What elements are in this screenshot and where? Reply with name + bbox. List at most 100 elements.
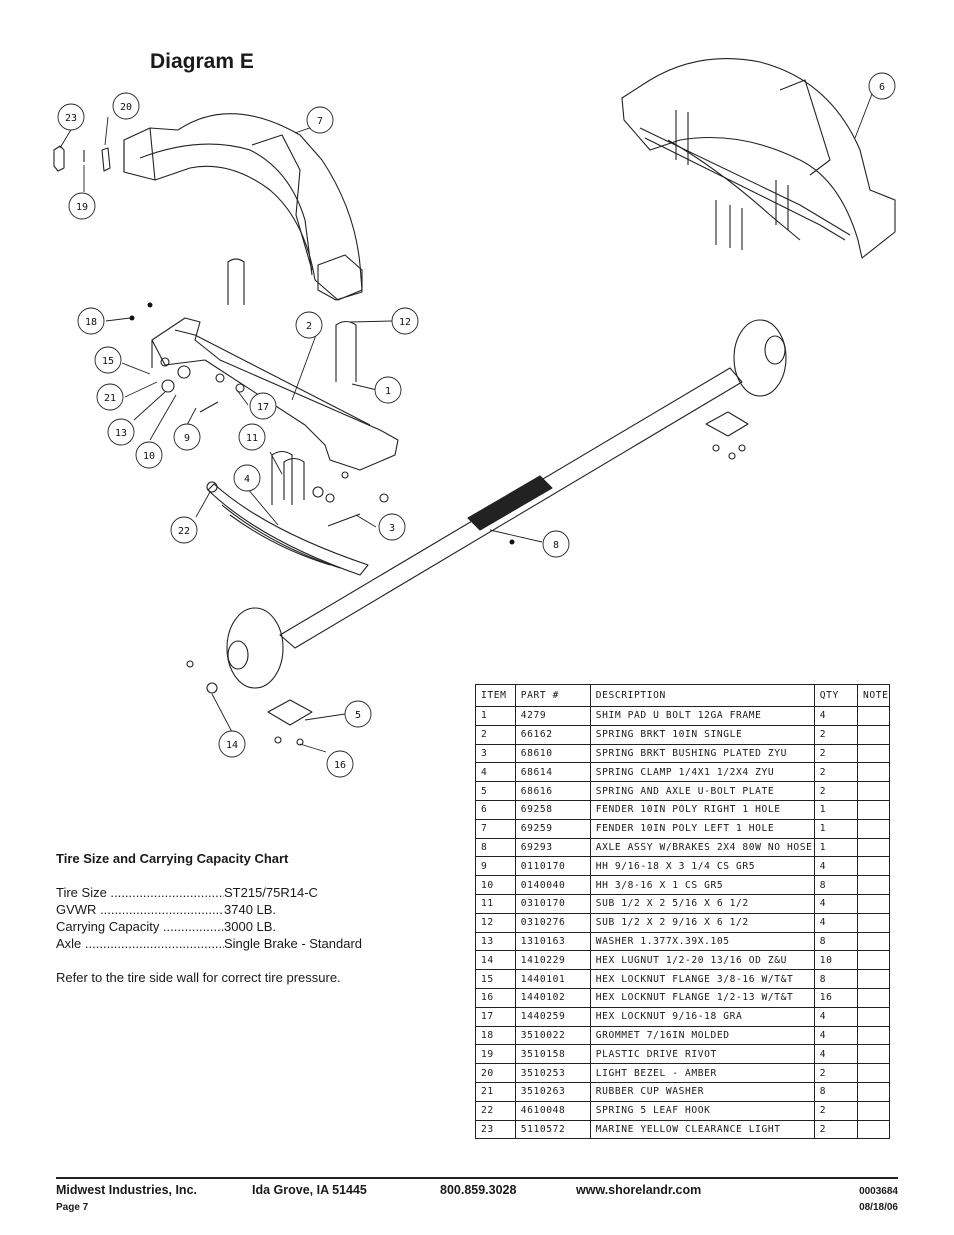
cell-part-number: 0140040 [514,875,591,895]
page-title: Diagram E [150,50,254,73]
cell-note [857,1100,890,1121]
cell-qty: 8 [813,875,859,895]
cell-description: HEX LOCKNUT 9/16-18 GRA [589,1006,815,1027]
cell-qty: 4 [813,912,859,933]
cell-qty: 2 [813,781,859,801]
callout-14 [218,730,246,758]
cell-qty: 4 [813,856,859,877]
callout-label: 19 [76,202,88,213]
spec-row: Tire Size ST215/75R14-C [56,884,386,901]
cell-item: 4 [475,762,516,783]
callout-21 [96,383,124,411]
cell-part-number: 0310170 [514,893,591,914]
callout-12 [391,307,419,335]
callout-7 [306,106,334,134]
cell-note [857,1119,890,1140]
cell-description: WASHER 1.377X.39X.105 [589,931,815,952]
cell-qty: 2 [813,743,859,764]
footer-location: Ida Grove, IA 51445 [252,1183,367,1197]
cell-item: 6 [475,799,516,820]
callout-19 [68,192,96,220]
tire-capacity-chart: Tire Size and Carrying Capacity Chart Ti… [56,851,386,999]
axle-drawing [226,319,787,689]
callout-20 [112,92,140,120]
cell-part-number: 69258 [514,799,591,820]
cell-part-number: 3510022 [514,1025,591,1046]
cell-item: 7 [475,818,516,839]
cell-qty: 8 [813,969,859,989]
cell-description: MARINE YELLOW CLEARANCE LIGHT [589,1119,815,1140]
footer-company: Midwest Industries, Inc. [56,1183,197,1197]
cell-item: 3 [475,743,516,764]
cell-item: 13 [475,931,516,952]
cell-description: SPRING AND AXLE U-BOLT PLATE [589,781,815,801]
callout-16 [326,750,354,778]
cell-qty: 2 [813,724,859,745]
cell-part-number: 1440101 [514,969,591,989]
cell-note [857,724,890,745]
cell-description: HEX LUGNUT 1/2-20 13/16 OD Z&U [589,950,815,971]
cell-note [857,1081,890,1102]
header-note: NOTE [857,684,890,707]
cell-qty: 4 [813,893,859,914]
cell-note [857,950,890,971]
header-qty: QTY [813,684,859,707]
callout-label: 16 [334,760,346,771]
cell-part-number: 0110170 [514,856,591,877]
callout-5 [344,700,372,728]
callout-label: 14 [226,740,238,751]
callout-18 [77,307,105,335]
cell-description: FENDER 10IN POLY RIGHT 1 HOLE [589,799,815,820]
cell-item: 20 [475,1063,516,1083]
callout-13 [107,418,135,446]
callout-4 [233,464,261,492]
callout-label: 15 [102,356,114,367]
ubolt-plate-drawing [267,411,749,726]
cell-description: HEX LOCKNUT FLANGE 1/2-13 W/T&T [589,987,815,1008]
cell-part-number: 4279 [514,706,591,726]
callout-1 [374,376,402,404]
cell-note [857,969,890,989]
tire-pressure-note: Refer to the tire side wall for correct … [56,970,341,985]
cell-item: 2 [475,724,516,745]
cell-description: SUB 1/2 X 2 9/16 X 6 1/2 [589,912,815,933]
cell-item: 10 [475,875,516,895]
cell-part-number: 3510158 [514,1044,591,1065]
cell-note [857,1063,890,1083]
cell-qty: 8 [813,931,859,952]
callout-2 [295,311,323,339]
cell-part-number: 1440102 [514,987,591,1008]
cell-note [857,987,890,1008]
cell-item: 12 [475,912,516,933]
callout-label: 6 [879,82,885,93]
callout-label: 3 [389,523,395,534]
cell-part-number: 0310276 [514,912,591,933]
spec-label: Tire Size [56,884,224,901]
footer-date: 08/18/06 [859,1202,898,1213]
cell-item: 19 [475,1044,516,1065]
cell-qty: 2 [813,1119,859,1140]
callout-10 [135,441,163,469]
cell-description: SUB 1/2 X 2 5/16 X 6 1/2 [589,893,815,914]
callout-label: 10 [143,451,155,462]
cell-description: RUBBER CUP WASHER [589,1081,815,1102]
spec-value: 3000 LB. [224,919,277,934]
callout-label: 22 [178,526,190,537]
callout-label: 4 [244,474,250,485]
cell-qty: 10 [813,950,859,971]
cell-note [857,856,890,877]
callout-label: 17 [257,402,269,413]
cell-item: 17 [475,1006,516,1027]
spec-row: Axle Single Brake - Standard [56,935,386,952]
cell-item: 5 [475,781,516,801]
cell-item: 23 [475,1119,516,1140]
cell-part-number: 68614 [514,762,591,783]
